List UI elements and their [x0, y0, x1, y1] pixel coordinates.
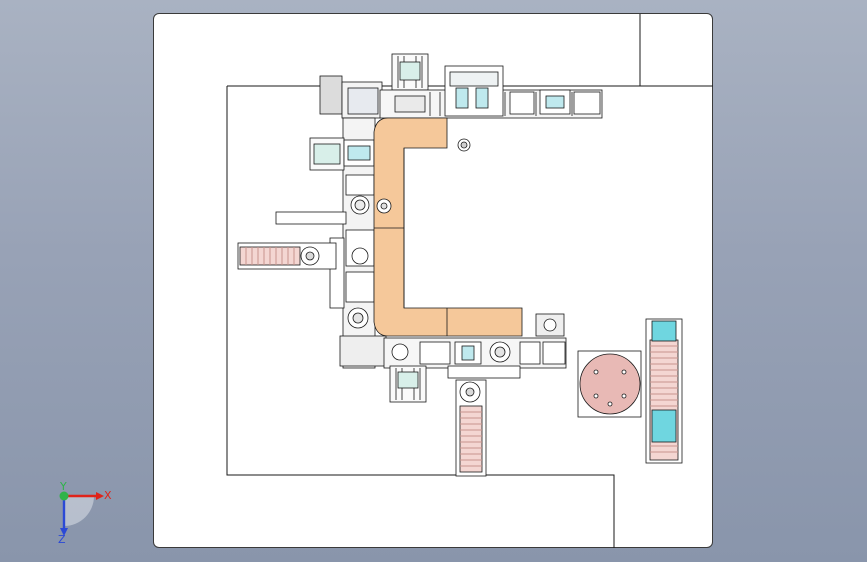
y-axis-dot-icon: [59, 491, 69, 501]
left-station-column[interactable]: [275, 117, 387, 369]
x-axis-label: X: [104, 489, 112, 502]
top-station-line[interactable]: [379, 65, 603, 119]
main-transfer-conveyor[interactable]: [373, 117, 523, 337]
y-axis-label: Y: [59, 482, 67, 493]
rotary-turntable[interactable]: [577, 350, 642, 418]
z-axis-arrow-icon: [60, 528, 68, 536]
right-pallet-conveyor[interactable]: [645, 318, 683, 464]
control-cabinet[interactable]: [319, 75, 383, 119]
bottom-station-line[interactable]: [383, 337, 567, 379]
top-feeder[interactable]: [391, 53, 429, 91]
fixture-plate[interactable]: [535, 313, 565, 337]
sheet-frame-lines: [226, 14, 713, 548]
z-axis-label: Z: [58, 533, 66, 544]
left-infeed-conveyor[interactable]: [237, 242, 337, 270]
bottom-outfeed-conveyor[interactable]: [455, 379, 487, 477]
triad-shadow: [64, 496, 94, 526]
conveyor-fixtures: [376, 138, 471, 214]
view-orientation-triad: X Y Z: [58, 482, 112, 544]
x-axis-arrow-icon: [96, 492, 104, 500]
bottom-feeder[interactable]: [389, 365, 427, 403]
